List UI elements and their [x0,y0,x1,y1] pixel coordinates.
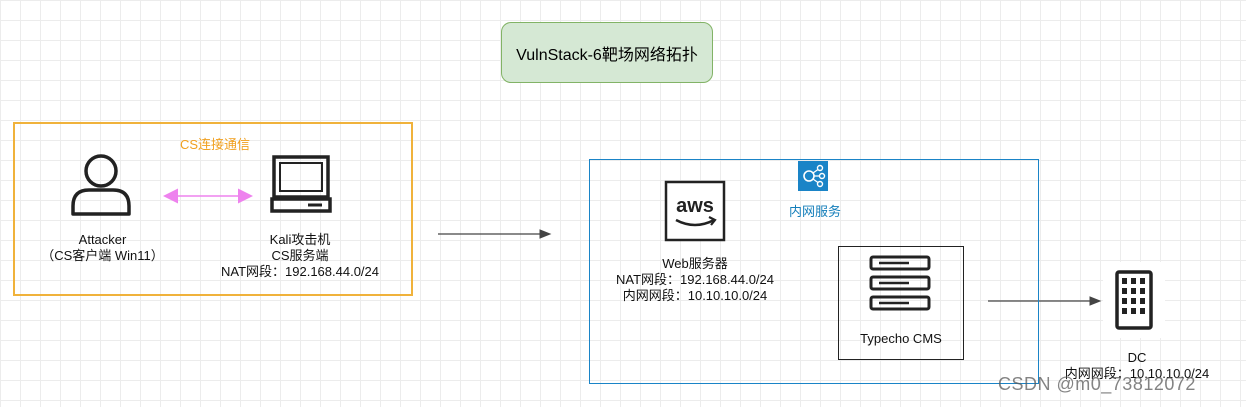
attacker-label: Attacker （CS客户端 Win11） [20,232,185,264]
cms-box [838,246,964,360]
cms-label: Typecho CMS [860,331,942,346]
web-server-name: Web服务器 [662,256,728,271]
dc-intranet: 内网网段：10.10.10.0/24 [1064,366,1210,381]
diagram-title-box: VulnStack-6靶场网络拓扑 [501,22,713,83]
attacker-name: Attacker [78,232,127,247]
attacker-desc: （CS客户端 Win11） [41,248,164,263]
kali-label: Kali攻击机 CS服务端 NAT网段：192.168.44.0/24 [195,232,405,280]
network-group-icon [798,161,828,191]
intranet-zone [589,159,1039,384]
dc-name: DC [1127,350,1147,365]
user-icon [71,154,131,216]
dc-label: DC 内网网段：10.10.10.0/24 [1052,350,1222,382]
kali-name: Kali攻击机 [269,232,331,247]
building-icon [1103,262,1165,338]
kali-nat: NAT网段：192.168.44.0/24 [220,264,379,279]
web-server-label: Web服务器 NAT网段：192.168.44.0/24 内网网段：10.10.… [585,256,805,304]
computer-icon [270,155,332,213]
cs-link-label: CS连接通信 [179,137,251,152]
attacker-zone [13,122,413,296]
web-server-nat: NAT网段：192.168.44.0/24 [615,272,774,287]
kali-role: CS服务端 [271,248,329,263]
intranet-zone-label: 内网服务 [788,204,841,219]
aws-icon: aws [664,180,726,242]
diagram-title: VulnStack-6靶场网络拓扑 [516,46,698,64]
csdn-watermark: CSDN @m0_73812072 [998,374,1196,394]
server-rack-icon [869,255,931,311]
aws-icon-text: aws [676,195,714,217]
web-server-intranet: 内网网段：10.10.10.0/24 [622,288,768,303]
